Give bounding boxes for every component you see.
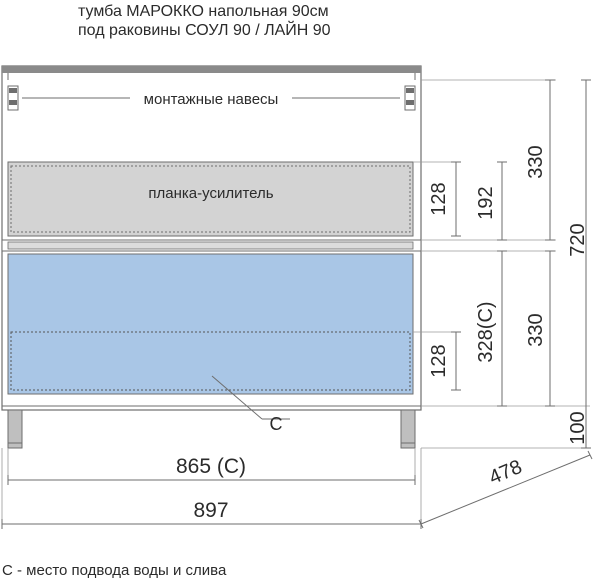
dim-plank-height: 128 — [428, 182, 450, 215]
dim-inner-width: 865 (С) — [176, 455, 246, 478]
lower-drawer-outline — [10, 331, 411, 391]
dim-lower-section: 330 — [525, 313, 547, 346]
vertical-dimension-lines — [451, 79, 591, 449]
dim-upper-inner: 192 — [475, 186, 497, 219]
depth-dimension-line — [418, 450, 593, 529]
mounting-hanger-right — [404, 85, 416, 111]
title-line-1: тумба МАРОККО напольная 90см — [78, 3, 329, 20]
dim-total-height: 720 — [567, 223, 589, 256]
water-supply-zone — [7, 253, 414, 395]
horizontal-extension-lines — [1, 448, 422, 528]
mounting-hanger-left — [7, 85, 19, 111]
dim-lower-inner: 328(С) — [475, 301, 497, 362]
dim-lower-drawer: 128 — [428, 344, 450, 377]
title-line-2: под раковины СОУЛ 90 / ЛАЙН 90 — [78, 22, 331, 39]
horizontal-dimension-lines — [1, 475, 422, 529]
leg-right — [400, 409, 416, 449]
plank-label: планка-усилитель — [148, 185, 273, 202]
footnote: С - место подвода воды и слива — [2, 562, 227, 579]
countertop-bar — [2, 66, 421, 73]
c-marker-label: С — [270, 414, 283, 434]
drawing-title: тумба МАРОККО напольная 90см под раковин… — [78, 2, 331, 40]
reinforcement-plank — [7, 161, 414, 237]
mounting-label: монтажные навесы — [144, 91, 279, 108]
leg-left — [7, 409, 23, 449]
dim-legs: 100 — [567, 411, 589, 444]
dim-upper-section: 330 — [525, 145, 547, 178]
dim-total-width: 897 — [193, 499, 228, 522]
